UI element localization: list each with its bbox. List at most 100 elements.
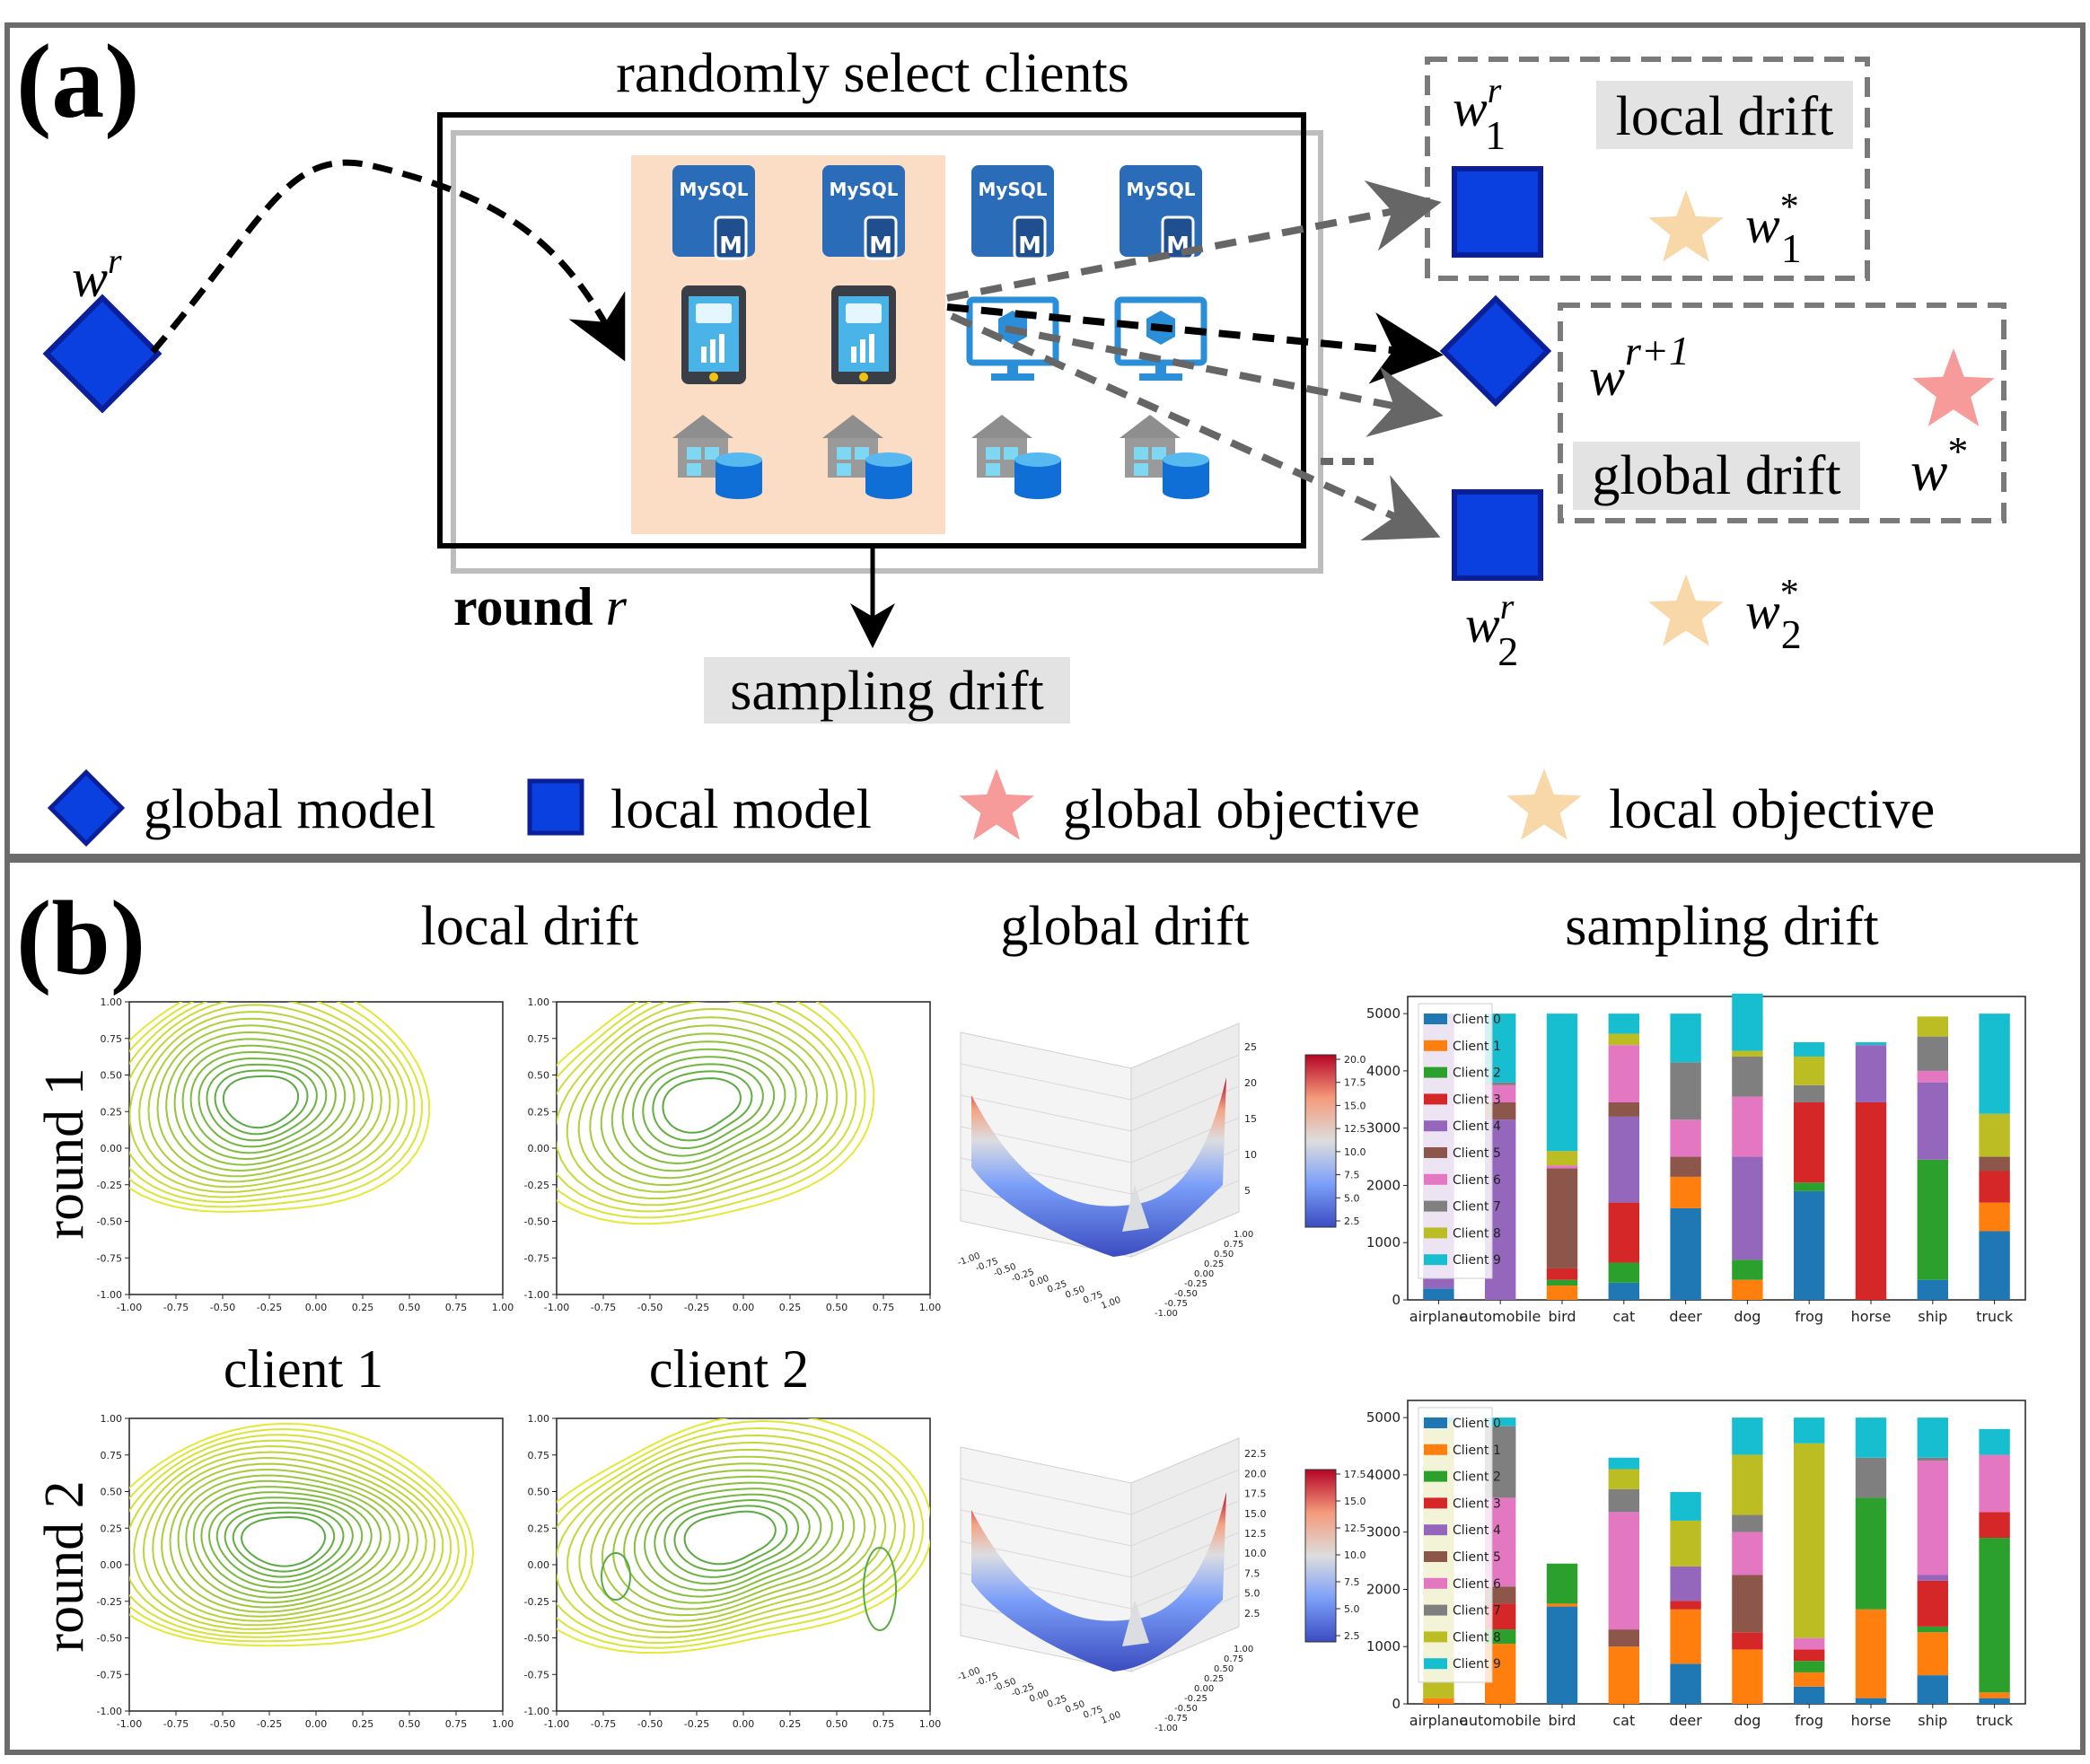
x-tick-label: 0.00	[733, 1302, 755, 1313]
db-label: MySQL	[1126, 179, 1195, 200]
y3d-tick-label: 0.75	[1224, 1240, 1243, 1250]
x-tick-label: -0.75	[591, 1302, 616, 1313]
bar-segment	[1794, 1637, 1825, 1650]
bar-segment	[1979, 1428, 2010, 1455]
bar-segment	[1732, 1417, 1763, 1455]
bar-segment	[1917, 1159, 1948, 1280]
bar-segment	[1546, 1151, 1578, 1166]
x-tick-label: -0.25	[257, 1718, 282, 1730]
arrow-to-global	[946, 303, 1444, 384]
x-tick-label: -0.75	[591, 1718, 616, 1730]
z-tick-label: 22.5	[1244, 1448, 1267, 1460]
x-tick-label: 0.50	[399, 1718, 421, 1730]
y-tick-label: -0.50	[524, 1633, 549, 1645]
legend-entry: Client 5	[1453, 1146, 1501, 1161]
legend-entry: Client 2	[1453, 1470, 1501, 1485]
y-tick-label: -1.00	[524, 1289, 549, 1301]
y3d-tick-label: -1.00	[1155, 1309, 1178, 1319]
y3d-tick-label: 0.25	[1204, 1674, 1224, 1684]
arrow-aggregate	[1005, 325, 1444, 437]
y-tick-label: -0.75	[97, 1252, 122, 1264]
bar-segment	[1670, 1601, 1701, 1610]
global-model-diamond	[42, 294, 162, 414]
y-tick-label: -1.00	[524, 1706, 549, 1717]
panel-a-label: (a)	[16, 22, 140, 140]
col-local-drift: local drift	[421, 896, 639, 957]
y3d-tick-label: -0.25	[1184, 1694, 1207, 1704]
bar-segment	[1423, 1698, 1454, 1704]
z-tick-label: 25	[1244, 1041, 1257, 1053]
legend-entry: Client 7	[1453, 1604, 1501, 1619]
category-label: automobile	[1460, 1308, 1541, 1325]
bar-segment	[1732, 1259, 1763, 1280]
bar-segment	[1794, 1672, 1825, 1687]
x-tick-label: -0.50	[210, 1718, 235, 1730]
z-tick-label: 20.0	[1244, 1468, 1267, 1479]
z-tick-label: 5	[1244, 1185, 1251, 1197]
bar-segment	[1855, 1497, 1887, 1610]
z-tick-label: 7.5	[1244, 1567, 1260, 1579]
legend-swatch	[1424, 1497, 1447, 1509]
y3d-tick-label: 0.00	[1194, 1269, 1214, 1279]
legend-entry: Client 1	[1453, 1040, 1501, 1054]
bar-segment	[1979, 1698, 2010, 1704]
y3d-tick-label: 0.25	[1204, 1259, 1224, 1269]
legend-entry: Client 9	[1453, 1657, 1501, 1672]
bar-segment	[1670, 1062, 1701, 1120]
contour-plot: -1.00-1.00-0.75-0.75-0.50-0.50-0.25-0.25…	[524, 996, 942, 1313]
y-tick-label: -0.50	[97, 1216, 122, 1228]
y-tick-label: 3000	[1366, 1524, 1401, 1540]
surface-plots: 510152025-1.00-1.00-0.75-0.75-0.50-0.50-…	[956, 1022, 1366, 1733]
bar-segment	[1917, 1632, 1948, 1676]
y-tick-label: 0.50	[528, 1070, 550, 1082]
db-badge: M	[719, 233, 742, 259]
wr1-label: wr+1	[1589, 328, 1690, 407]
legend-entry: Client 6	[1453, 1173, 1501, 1188]
x-tick-label: 0.25	[779, 1718, 802, 1730]
category-label: dog	[1734, 1712, 1761, 1729]
colorbar-tick-label: 2.5	[1344, 1215, 1360, 1227]
category-label: horse	[1851, 1308, 1892, 1325]
x-tick-label: 0.50	[826, 1302, 848, 1313]
bar-segment	[1794, 1182, 1825, 1191]
x-tick-label: -0.50	[637, 1718, 663, 1730]
bar-segment	[1794, 1686, 1825, 1704]
database-icon: MySQL M	[1120, 165, 1202, 260]
y3d-tick-label: 0.50	[1214, 1664, 1234, 1674]
y-tick-label: 0.75	[101, 1033, 123, 1045]
legend-entry: Client 7	[1453, 1200, 1501, 1215]
sampling-drift-bg	[704, 657, 1070, 724]
category-label: bird	[1548, 1712, 1576, 1729]
category-label: frog	[1795, 1308, 1823, 1325]
bar-segment	[1794, 1443, 1825, 1638]
category-label: dog	[1734, 1308, 1761, 1325]
bar-segment	[1546, 1563, 1578, 1604]
category-label: truck	[1976, 1308, 2014, 1325]
local-drift-bg	[1596, 81, 1853, 149]
legend-swatch	[1424, 1254, 1447, 1266]
bar-segment	[1855, 1457, 1887, 1498]
bar-segment	[1917, 1460, 1948, 1575]
x-tick-label: 0.75	[873, 1302, 895, 1313]
bar-segment	[1732, 1156, 1763, 1260]
category-label: ship	[1918, 1712, 1947, 1729]
panel-a-frame	[4, 22, 2086, 859]
bar-segment	[1855, 1417, 1887, 1458]
y-tick-label: 0.25	[528, 1523, 550, 1534]
x-tick-label: -1.00	[544, 1718, 569, 1730]
z-tick-label: 5.0	[1244, 1588, 1260, 1600]
legend-swatch	[1424, 1604, 1447, 1616]
bar-segment	[1670, 1566, 1701, 1602]
colorbar-tick-label: 12.5	[1344, 1123, 1366, 1135]
bar-segment	[1670, 1609, 1701, 1664]
bar-segment	[1794, 1661, 1825, 1672]
category-label: horse	[1851, 1712, 1892, 1729]
db-badge: M	[1166, 233, 1190, 259]
z-tick-label: 10	[1244, 1149, 1257, 1161]
x-tick-label: 1.00	[919, 1718, 942, 1730]
bar-segment	[1794, 1190, 1825, 1300]
bar-segment	[1979, 1512, 2010, 1539]
